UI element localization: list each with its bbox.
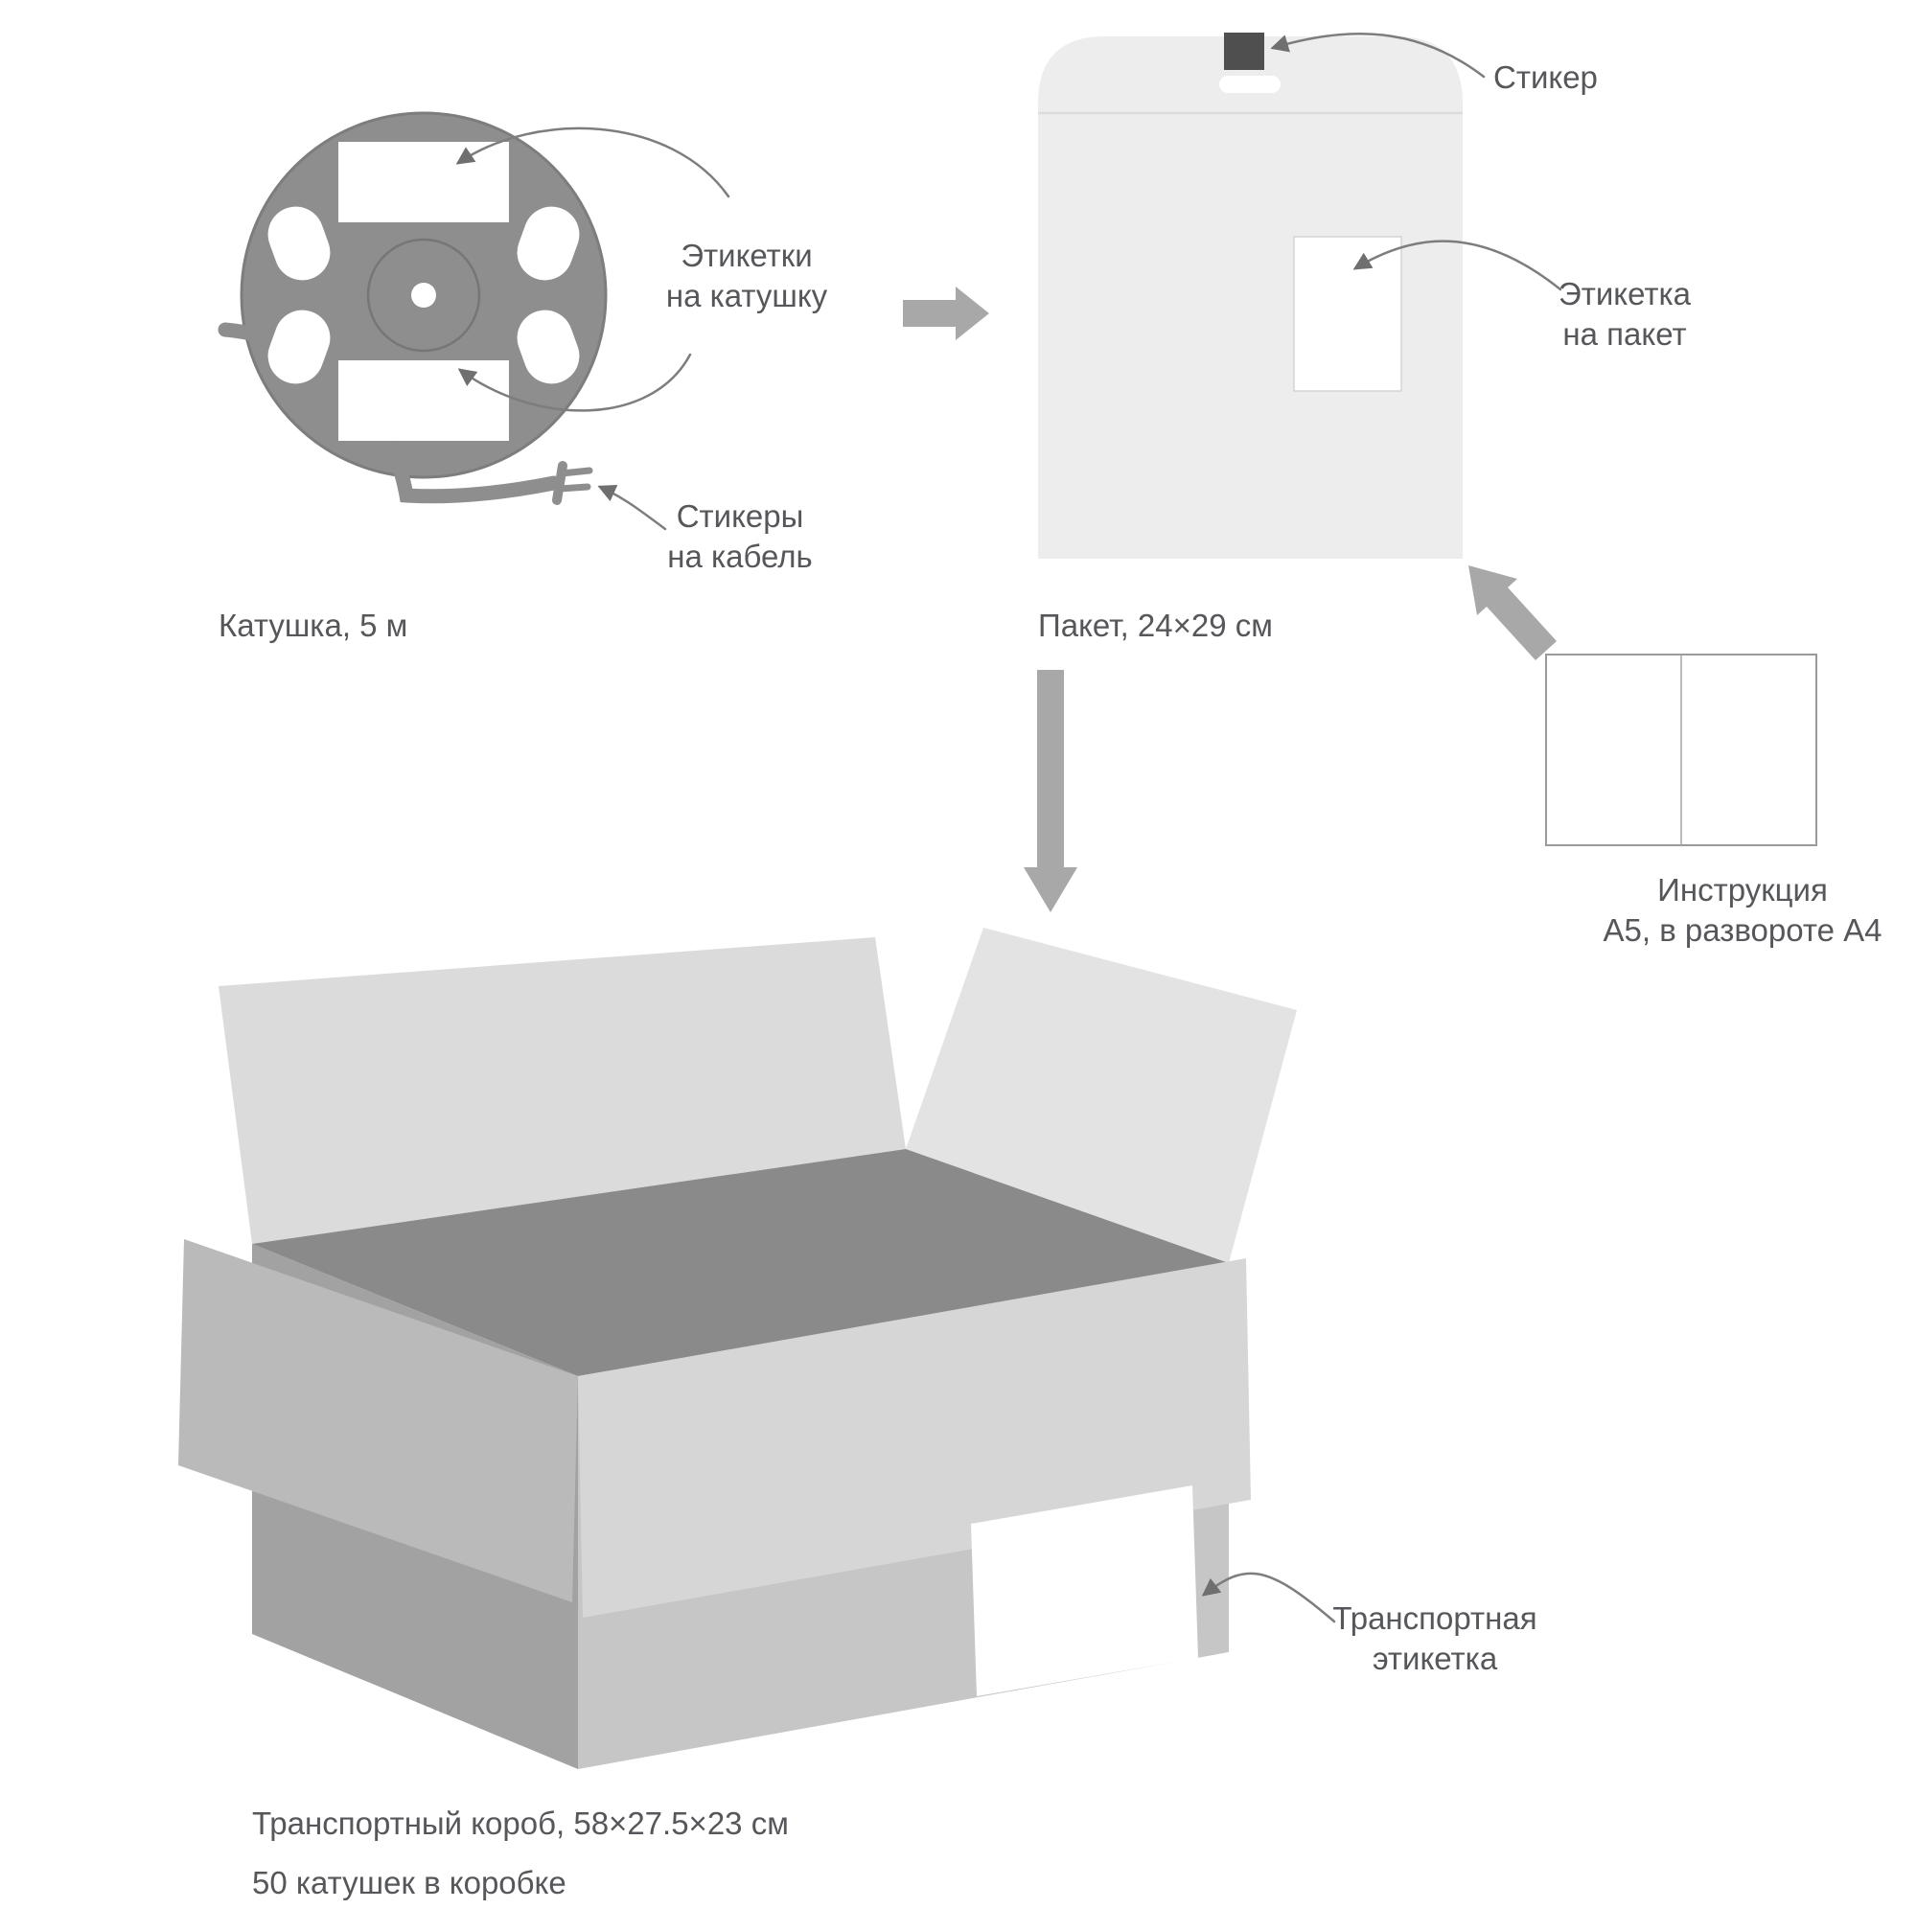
box-caption-line1: Транспортный короб, 58×27.5×23 см xyxy=(252,1806,789,1841)
reel-top-label xyxy=(338,142,509,222)
bag-sticker xyxy=(1224,33,1264,70)
reel-labels-annotation-line2: на катушку xyxy=(665,278,828,313)
box-left-front-flap xyxy=(178,1239,578,1602)
pointer-to-reel-top-label xyxy=(455,126,730,198)
reel-caption: Катушка, 5 м xyxy=(219,608,408,643)
flow-arrows xyxy=(903,287,1557,912)
box-shipping-label xyxy=(971,1485,1198,1696)
reel-illustration xyxy=(218,111,608,505)
transport-label-annotation: Транспортная этикетка xyxy=(1332,1598,1536,1679)
box-back-right-flap xyxy=(906,928,1297,1263)
pointer-to-cable-sticker xyxy=(597,485,667,531)
bag-label-annotation-line2: на пакет xyxy=(1562,316,1687,352)
reel-labels-annotation-line1: Этикетки xyxy=(681,238,813,273)
bag-body xyxy=(1038,36,1463,559)
bag-label xyxy=(1293,236,1402,392)
transport-label-annotation-line1: Транспортная xyxy=(1332,1600,1537,1636)
pointer-to-reel-bottom-label xyxy=(457,353,692,412)
pointer-to-box-label xyxy=(1201,1572,1336,1623)
cable-stickers-annotation-line1: Стикеры xyxy=(676,498,804,534)
instruction-sheet xyxy=(1545,654,1817,846)
reel-slot-bottom-left xyxy=(267,310,331,384)
instruction-caption-line2: А5, в развороте А4 xyxy=(1603,912,1882,948)
reel-hub-ring xyxy=(366,238,481,353)
reel-slot-top-left xyxy=(267,206,331,281)
annotation-arrows xyxy=(455,32,1562,1623)
transport-label-annotation-line2: этикетка xyxy=(1372,1641,1498,1676)
reel-slots xyxy=(267,206,580,384)
instruction-caption-line1: Инструкция xyxy=(1657,872,1828,908)
reel-labels-annotation: Этикетки на катушку xyxy=(666,236,827,316)
box-illustration xyxy=(178,928,1297,1769)
box-interior xyxy=(252,1149,1229,1376)
reel-slot-top-right xyxy=(517,206,580,281)
pointer-to-bag-sticker xyxy=(1270,32,1486,79)
bag-hang-slot xyxy=(1219,76,1281,93)
cable-connector-icon xyxy=(552,461,593,505)
bag-label-annotation: Этикетка на пакет xyxy=(1559,274,1691,355)
instruction-caption: Инструкция А5, в развороте А4 xyxy=(1604,870,1882,951)
reel-hub-hole xyxy=(411,283,436,308)
bag-illustration xyxy=(1038,33,1463,559)
arrow-bag-to-box-icon xyxy=(1024,670,1077,912)
bag-caption: Пакет, 24×29 см xyxy=(1038,608,1273,643)
pointer-to-bag-label xyxy=(1352,240,1562,291)
box-back-left-flap xyxy=(219,937,906,1244)
bag-sticker-annotation: Стикер xyxy=(1493,59,1598,95)
reel-bottom-label xyxy=(338,360,509,441)
box-caption-line2: 50 катушек в коробке xyxy=(252,1865,566,1900)
cable-stickers-annotation: Стикеры на кабель xyxy=(667,496,813,577)
arrow-reel-to-bag-icon xyxy=(903,287,989,340)
reel-slot-bottom-right xyxy=(517,310,580,384)
cable-stickers-annotation-line2: на кабель xyxy=(667,539,813,574)
bag-label-annotation-line1: Этикетка xyxy=(1559,276,1691,311)
arrow-instruction-to-bag-icon xyxy=(1468,565,1557,660)
